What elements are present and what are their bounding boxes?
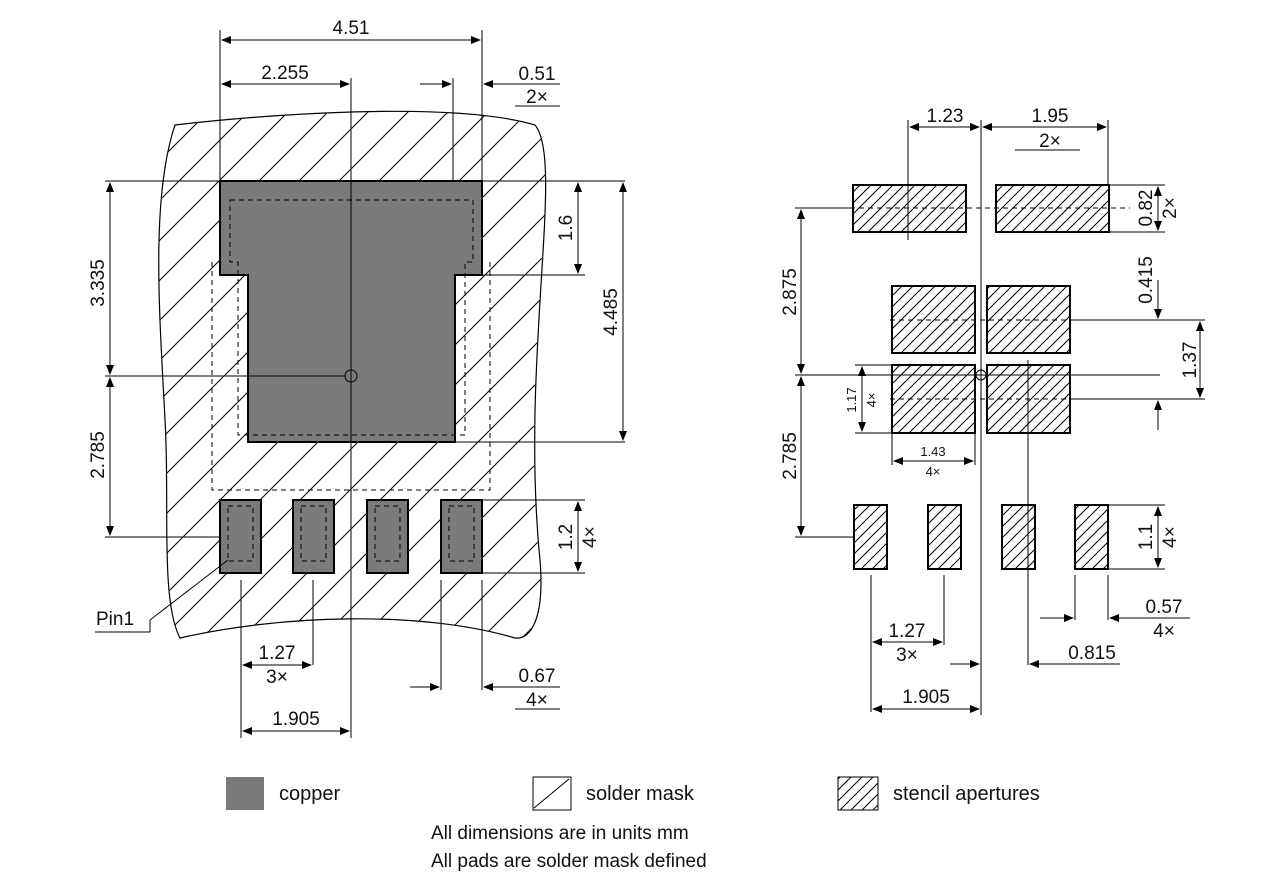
pin-pad — [440, 499, 483, 574]
centre-mark-icon — [344, 369, 358, 383]
dim-upper-height: 2.875 — [780, 268, 801, 316]
pin-pad — [366, 499, 409, 574]
stencil-aperture — [1074, 504, 1109, 570]
dim-lower-height: 2.785 — [780, 432, 801, 480]
dim-half-width: 2.255 — [261, 63, 309, 84]
dim-pin-h: 1.1 — [1136, 524, 1157, 550]
note-pads: All pads are solder mask defined — [431, 851, 707, 872]
legend-stencil-swatch — [837, 776, 879, 811]
pin-pads — [219, 499, 483, 574]
dim-middle-height: 1.37 — [1180, 342, 1201, 379]
dim-mid-pad-w-count: 4× — [926, 464, 941, 479]
dim-gap-count: 2× — [526, 87, 548, 108]
dim-top-pad-b-count: 2× — [1039, 131, 1061, 152]
dim-top-height: 3.335 — [88, 259, 109, 307]
stencil-aperture — [927, 504, 962, 570]
legend-solder-mask-label: solder mask — [586, 783, 695, 805]
dim-pin-height: 1.2 — [556, 524, 577, 550]
dim-pin-height-count: 4× — [580, 526, 601, 548]
dim-pin-width: 0.67 — [519, 666, 556, 687]
dim-pitch: 1.27 — [889, 621, 926, 642]
dim-tab-height: 1.6 — [556, 215, 577, 241]
stencil-aperture — [853, 504, 888, 570]
dim-pitch-count: 3× — [896, 645, 918, 666]
exposed-pad-inner-outline — [229, 199, 474, 436]
stencil-aperture — [1001, 504, 1036, 570]
dim-pin-offset: 1.905 — [902, 687, 950, 708]
dim-pin-w: 0.57 — [1146, 597, 1183, 618]
legend-stencil-label: stencil apertures — [893, 783, 1040, 805]
dim-top-pad-h-count: 2× — [1160, 197, 1181, 219]
dim-pin-h-count: 4× — [1160, 526, 1181, 548]
dim-bottom-height: 2.785 — [88, 431, 109, 479]
dim-mid-pad-w: 1.43 — [920, 444, 945, 459]
dim-top-pad-b: 1.95 — [1032, 106, 1069, 127]
dim-gap: 0.51 — [519, 64, 556, 85]
legend: copper solder mask stencil apertures — [226, 776, 1040, 811]
pin1-label: Pin1 — [96, 609, 134, 630]
dim-pin-width-count: 4× — [526, 690, 548, 711]
dim-offset-b: 0.815 — [1068, 643, 1116, 664]
legend-copper-label: copper — [279, 783, 340, 805]
dim-mid-pad-h: 1.17 — [844, 387, 859, 412]
centre-mark-icon — [975, 369, 987, 381]
dim-pin-offset: 1.905 — [272, 709, 320, 730]
dim-mid-pad-h-count: 4× — [864, 393, 879, 408]
dim-pitch: 1.27 — [259, 643, 296, 664]
pin-pad — [292, 499, 335, 574]
dim-body-height: 4.485 — [601, 288, 622, 336]
left-view: 4.51 2.255 0.51 2× 3.335 2.785 1.6 4.485… — [88, 18, 627, 738]
dim-gap-b: 0.415 — [1136, 256, 1157, 304]
legend-copper-swatch — [226, 777, 264, 810]
stencil-aperture — [891, 364, 976, 434]
dim-top-pad-h: 0.82 — [1136, 190, 1157, 227]
dim-pitch-count: 3× — [266, 667, 288, 688]
dim-overall-width: 4.51 — [333, 18, 370, 39]
dim-pin-w-count: 4× — [1153, 621, 1175, 642]
right-view: 1.23 1.95 2× 0.82 2× 2.875 0.415 1.37 1.… — [780, 106, 1205, 715]
note-units: All dimensions are in units mm — [431, 823, 689, 844]
dim-top-pad-a: 1.23 — [927, 106, 964, 127]
